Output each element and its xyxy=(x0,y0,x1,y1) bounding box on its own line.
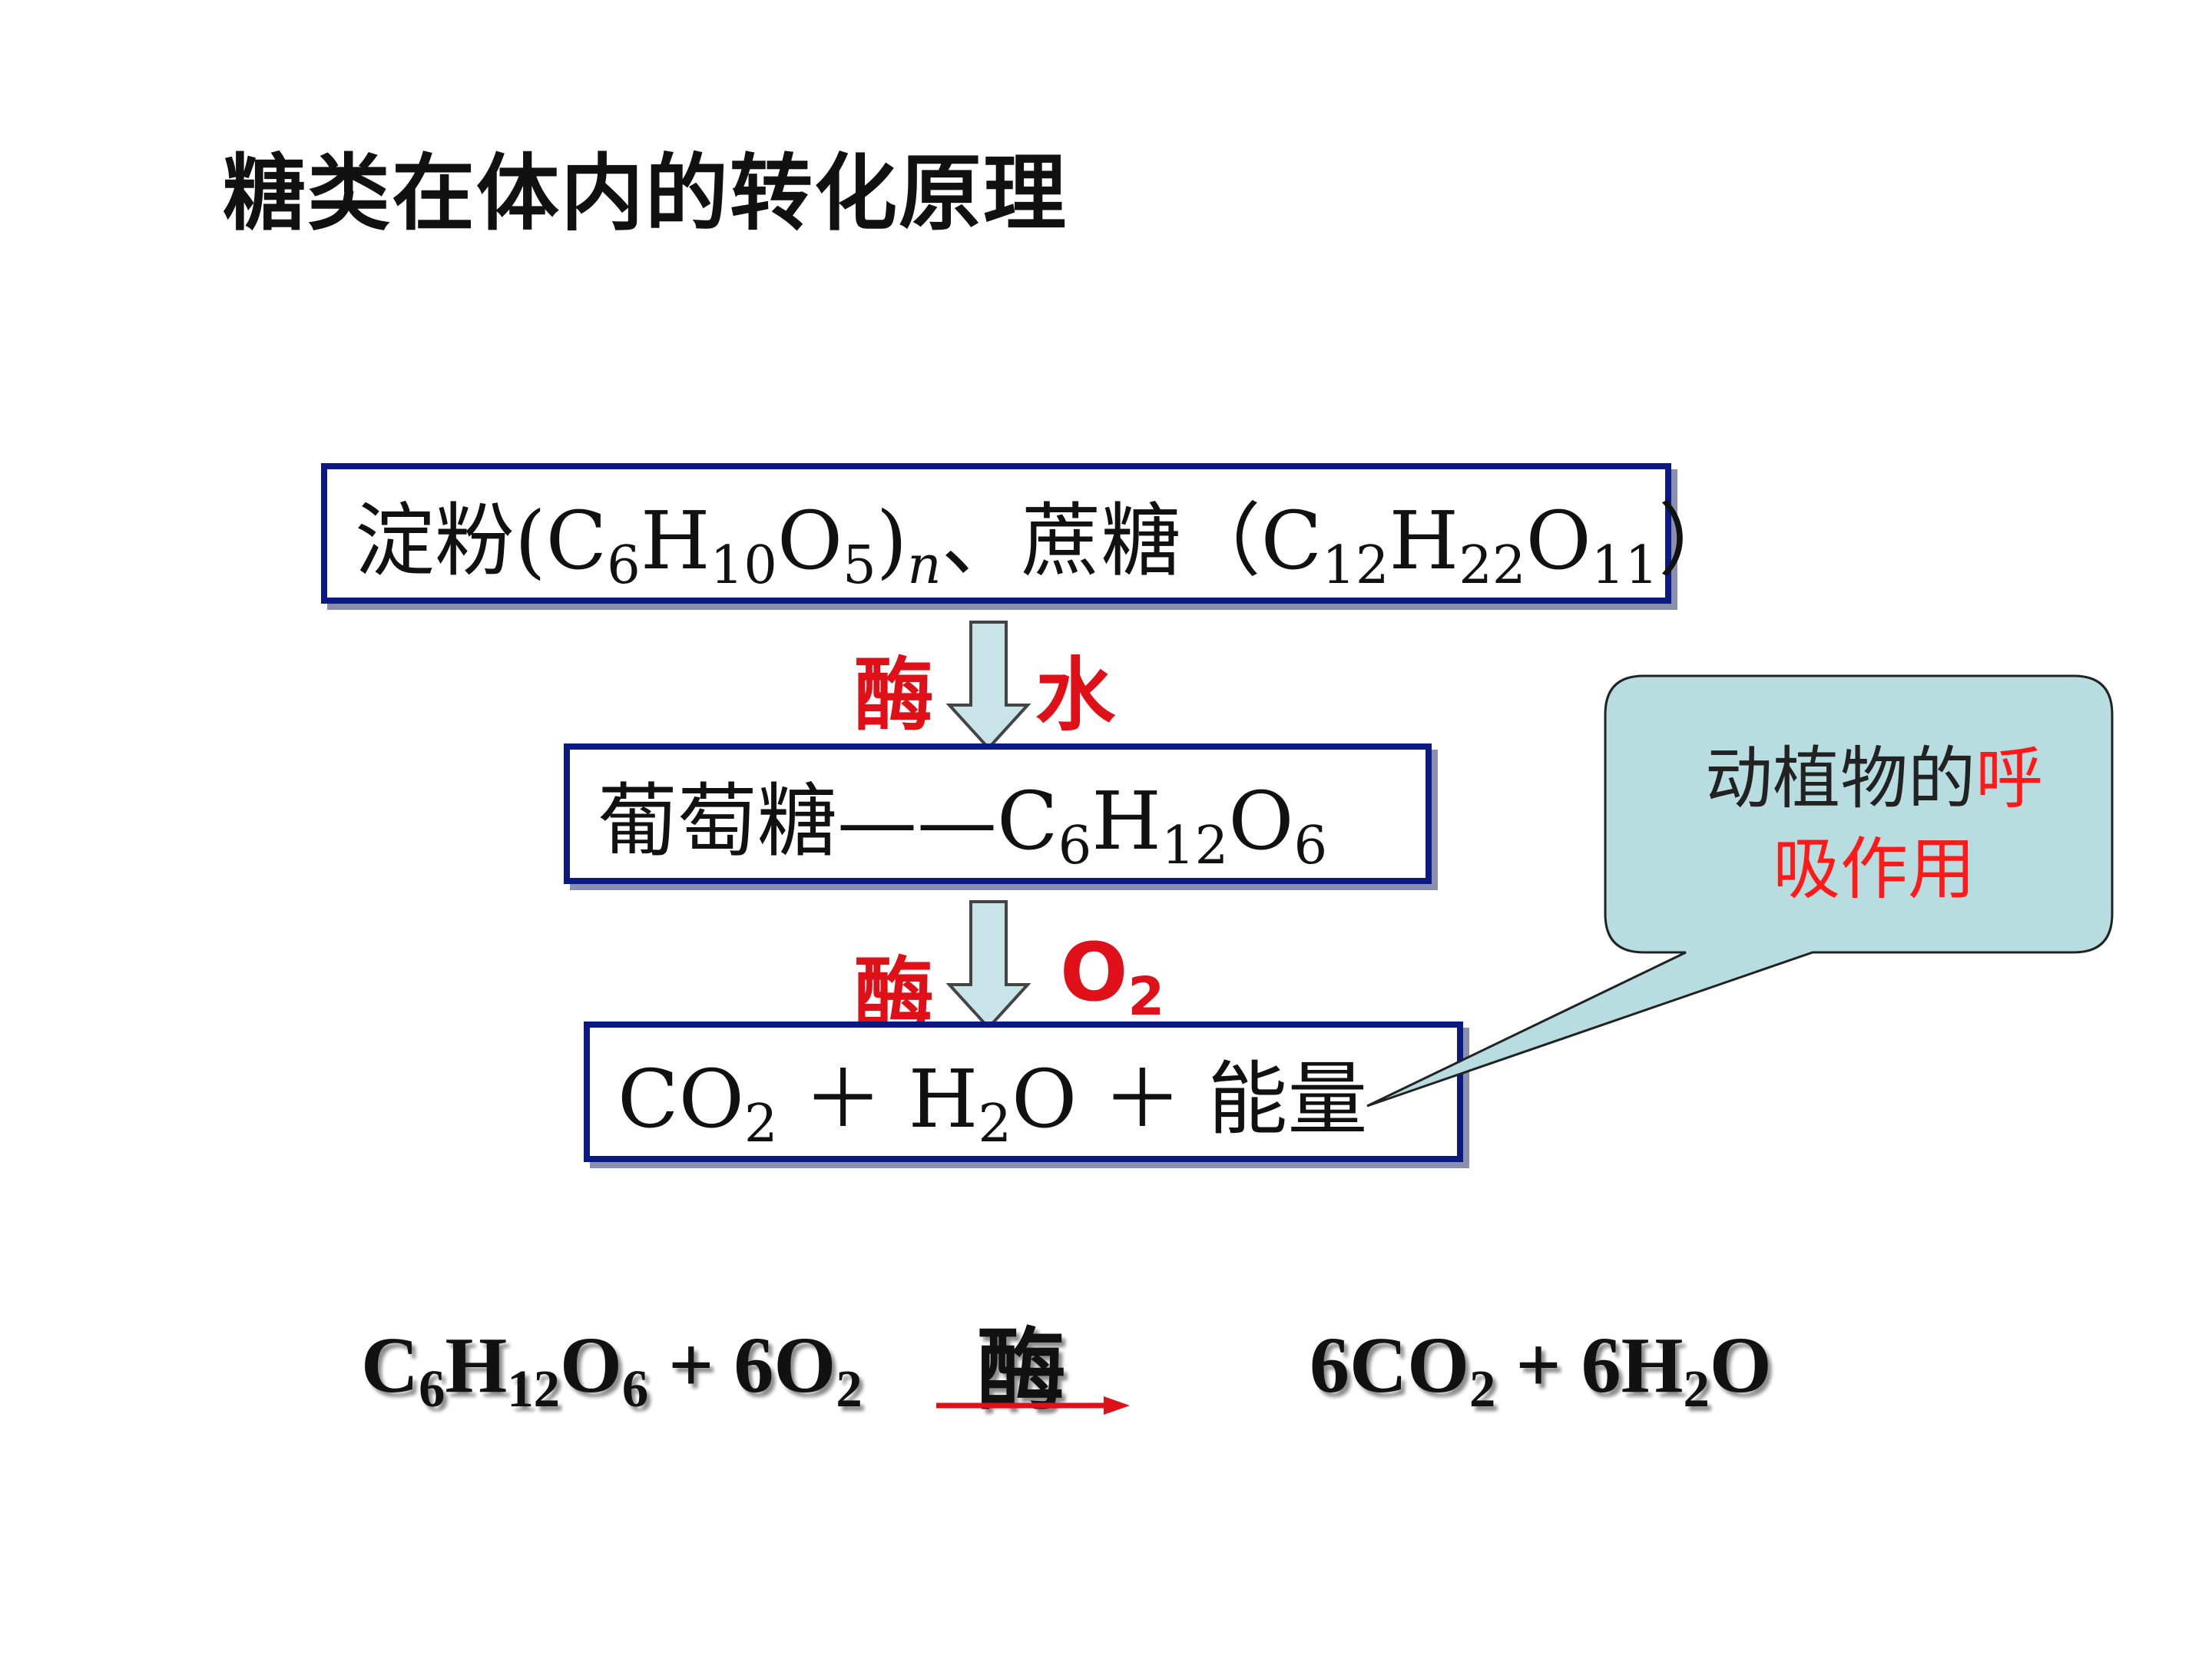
page-title: 糖类在体内的转化原理 xyxy=(223,146,1068,242)
down-arrow-icon xyxy=(946,900,1031,1030)
box3-formula: CO2 ＋ H2O ＋ 能量 xyxy=(618,1052,1368,1155)
oxygen-label: O2 xyxy=(1060,926,1165,1028)
down-arrow-icon xyxy=(946,621,1031,750)
equation-right: 6CO2 + 6H2O xyxy=(1310,1321,1772,1419)
enzyme-label: 酶 xyxy=(854,648,935,742)
water-label: 水 xyxy=(1035,648,1116,742)
callout-text: 动植物的呼吸作用 xyxy=(1704,739,2044,909)
box1-formula: 淀粉(C6H10O5)n、蔗糖（C12H22O11） xyxy=(355,494,1739,597)
box2-formula: 葡萄糖——C6H12O6 xyxy=(598,774,1328,877)
starch-sucrose-box: 淀粉(C6H10O5)n、蔗糖（C12H22O11） xyxy=(321,463,1738,604)
reaction-arrow-icon xyxy=(936,1396,1130,1415)
products-box: CO2 ＋ H2O ＋ 能量 xyxy=(584,1022,1463,1162)
equation-left: C6H12O6 + 6O2 xyxy=(361,1321,863,1419)
glucose-box: 葡萄糖——C6H12O6 xyxy=(564,743,1432,884)
